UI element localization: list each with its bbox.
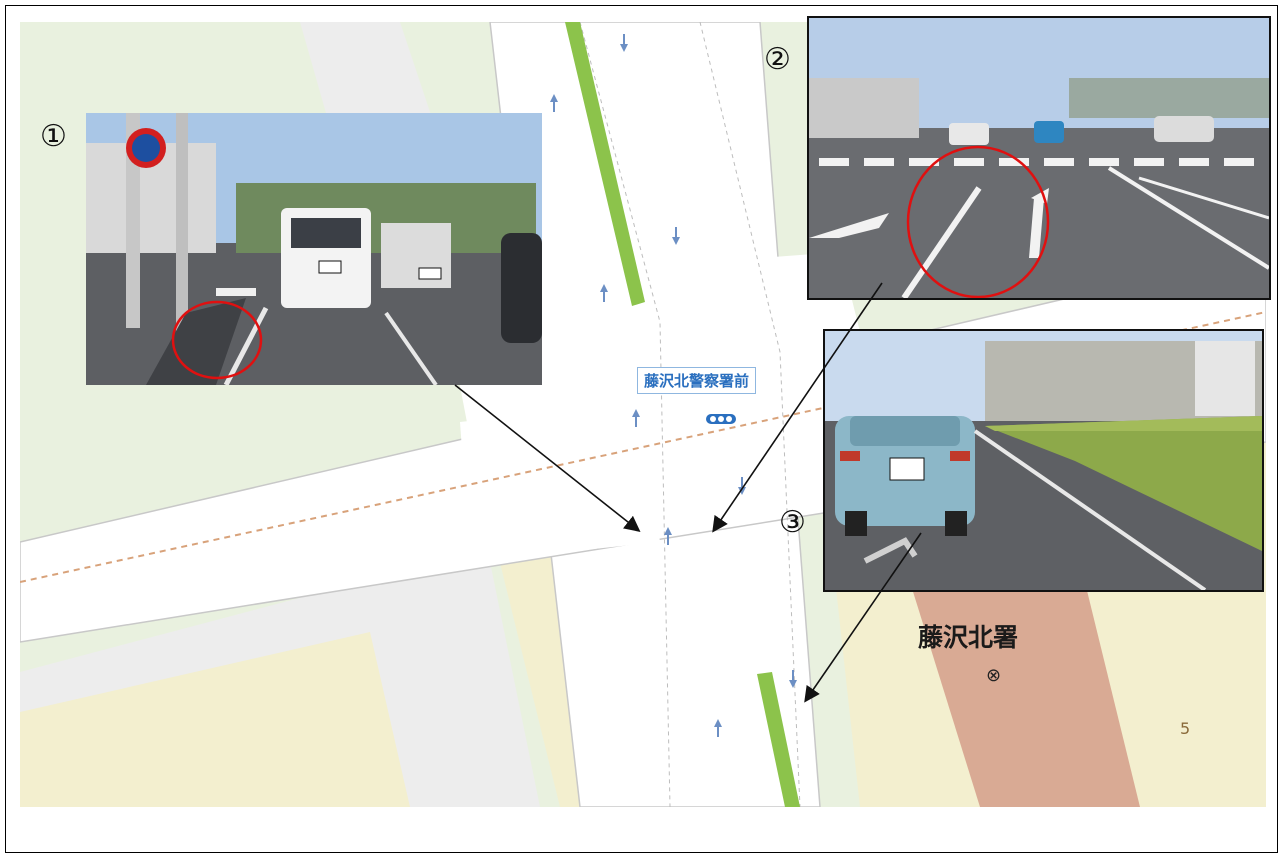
photo-2-image (809, 18, 1269, 298)
rail-dashed-line (20, 311, 1266, 583)
photo-3 (823, 329, 1264, 592)
road-side-left (460, 402, 660, 562)
photo-1-highlight-circle (171, 300, 263, 380)
lane-arrow-up-icon (550, 94, 558, 112)
photo-3-image (825, 331, 1262, 590)
police-station-label: 藤沢北署 (918, 623, 1019, 652)
lane-arrow-up-icon (714, 719, 722, 737)
photo-1 (86, 113, 542, 385)
lane-arrow-down-icon (789, 670, 797, 688)
station-icon (706, 414, 736, 424)
lane-dashed-line-left (579, 22, 671, 807)
station-label: 藤沢北警察署前 (637, 367, 757, 394)
photo-2-highlight-circle (906, 145, 1050, 298)
land-yellow-area-left (20, 632, 410, 807)
police-symbol-icon: ⊗ (986, 665, 1002, 686)
photo-1-image (86, 113, 542, 385)
photo-2-number: ② (764, 42, 791, 77)
photo-1-number: ① (40, 119, 67, 154)
lane-arrow-up-icon (664, 527, 672, 545)
median-south (757, 672, 800, 807)
block-number: 5 (1180, 719, 1191, 738)
lane-arrow-down-icon (620, 34, 628, 52)
photo-3-number: ③ (779, 505, 806, 540)
lane-arrow-up-icon (600, 284, 608, 302)
median-north (565, 22, 645, 306)
photo-2 (807, 16, 1271, 300)
lane-arrow-down-icon (672, 227, 680, 245)
police-building (910, 562, 1140, 807)
